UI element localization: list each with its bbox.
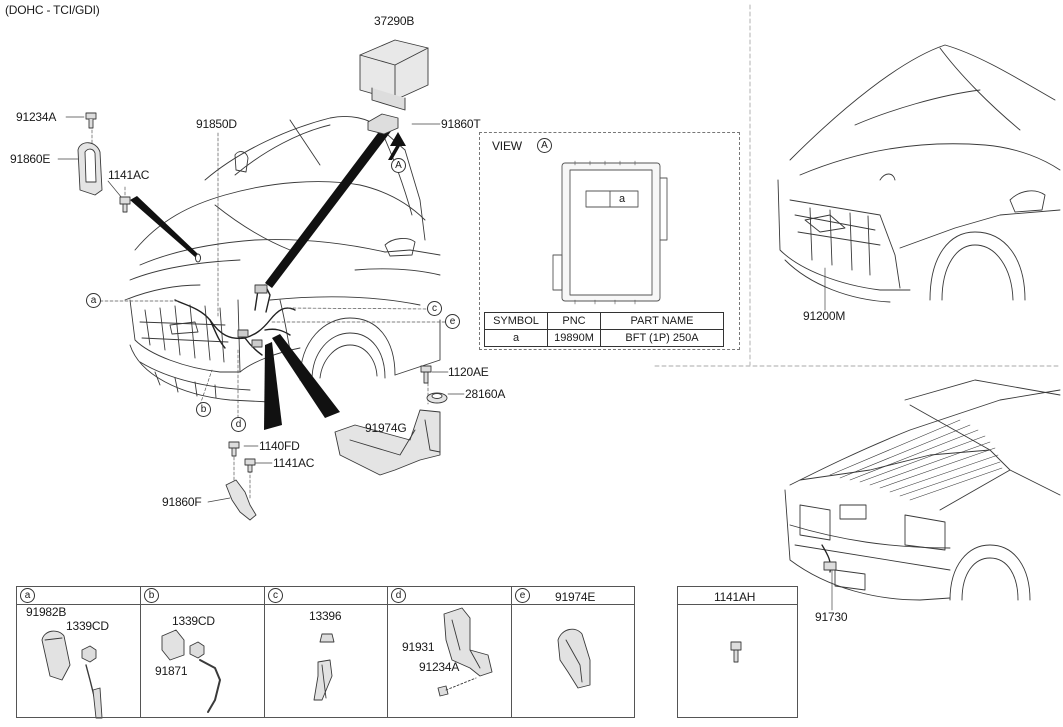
bracket-91974G-drawing (334, 409, 441, 476)
module-symbol-label: a (619, 193, 625, 205)
panel-b-marker: b (144, 588, 159, 603)
clip-91860F-drawing (225, 479, 257, 521)
symbol-table: SYMBOL PNC PART NAME a 19890M BFT (1P) 2… (484, 312, 724, 347)
detail-panel-e: e (511, 586, 635, 718)
part-label-91730[interactable]: 91730 (815, 610, 848, 624)
panel-b-part-91871[interactable]: 91871 (155, 664, 188, 678)
panel-c-marker: c (268, 588, 283, 603)
panel-b-part-1339CD[interactable]: 1339CD (172, 614, 215, 628)
panel-e-marker: e (515, 588, 530, 603)
marker-e[interactable]: e (445, 314, 460, 329)
part-label-1120AE[interactable]: 1120AE (448, 365, 489, 379)
part-label-1140FD[interactable]: 1140FD (259, 439, 300, 453)
panel-a-part-1339CD[interactable]: 1339CD (66, 619, 109, 633)
cell-symbol: a (484, 329, 548, 347)
part-label-91860E[interactable]: 91860E (10, 152, 51, 166)
part-label-1141AC-bottom[interactable]: 1141AC (273, 456, 315, 470)
engine-harness-drawing (174, 284, 296, 356)
callout-wedges (130, 125, 392, 430)
symbol-table-header: SYMBOL PNC PART NAME (484, 312, 724, 330)
marker-a[interactable]: a (86, 293, 101, 308)
detail-panel-c: c (264, 586, 388, 718)
detail-panel-b: b (140, 586, 265, 718)
panel-d-part-91234A[interactable]: 91234A (419, 660, 460, 674)
th-symbol: SYMBOL (484, 312, 548, 330)
view-title: VIEW (492, 139, 522, 153)
part-label-91200M[interactable]: 91200M (803, 309, 846, 323)
panel-1141AH-title[interactable]: 1141AH (714, 590, 756, 604)
part-37290B-drawing (359, 39, 429, 111)
cell-part-name: BFT (1P) 250A (600, 329, 724, 347)
panel-e-part-91974E[interactable]: 91974E (555, 590, 596, 604)
view-a-module-drawing (552, 160, 668, 305)
th-part-name: PART NAME (600, 312, 724, 330)
panel-d-part-91931[interactable]: 91931 (402, 640, 435, 654)
part-label-91234A[interactable]: 91234A (16, 110, 57, 124)
marker-d[interactable]: d (231, 417, 246, 432)
th-pnc: PNC (547, 312, 601, 330)
marker-view-A[interactable]: A (391, 158, 406, 173)
front-car-drawing (124, 116, 441, 403)
detail-panel-1141AH (677, 586, 798, 718)
marker-b[interactable]: b (196, 402, 211, 417)
panel-a-part-91982B[interactable]: 91982B (26, 605, 67, 619)
part-label-91850D[interactable]: 91850D (196, 117, 237, 131)
part-label-37290B[interactable]: 37290B (374, 14, 415, 28)
part-label-91860F[interactable]: 91860F (162, 495, 202, 509)
symbol-table-row: a 19890M BFT (1P) 250A (484, 329, 724, 347)
bolt-91234A-drawing (85, 112, 97, 129)
part-label-91860T[interactable]: 91860T (441, 117, 481, 131)
view-a-box (479, 132, 740, 350)
panel-d-marker: d (391, 588, 406, 603)
view-marker: A (537, 138, 552, 153)
part-label-1141AC-top[interactable]: 1141AC (108, 168, 150, 182)
part-label-28160A[interactable]: 28160A (465, 387, 506, 401)
right-front-vehicle-drawing (777, 44, 1061, 303)
engine-type-label: (DOHC - TCI/GDI) (5, 3, 100, 17)
part-label-91974G[interactable]: 91974G (365, 421, 407, 435)
rear-truck-drawing (784, 379, 1061, 601)
cell-pnc[interactable]: 19890M (547, 329, 601, 347)
marker-c[interactable]: c (427, 301, 442, 316)
panel-c-part-13396[interactable]: 13396 (309, 609, 342, 623)
panel-a-marker: a (20, 588, 35, 603)
